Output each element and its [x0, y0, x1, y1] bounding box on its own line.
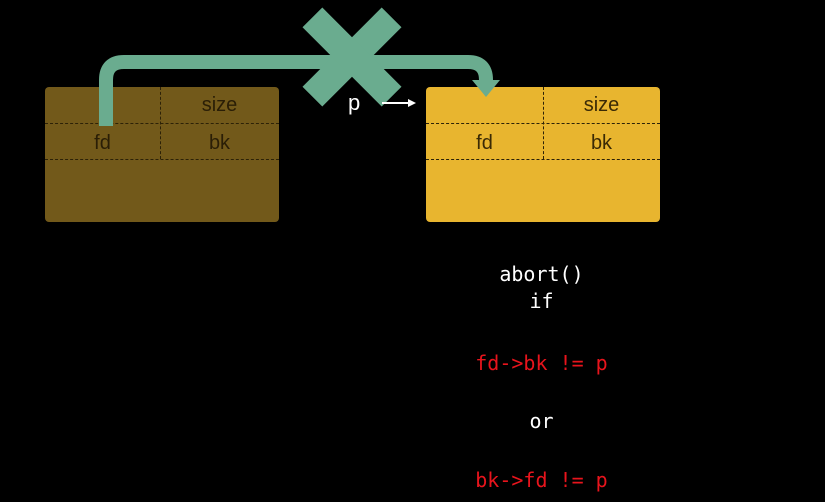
- chunk-left-size-label: size: [201, 94, 238, 116]
- chunk-right-size-label: size: [583, 94, 620, 116]
- chunk-right: size fd bk: [426, 87, 660, 222]
- code-condition-fd-bk: fd->bk != p: [475, 351, 608, 375]
- chunk-left-fd-label: fd: [94, 132, 111, 154]
- code-or: or: [529, 409, 554, 433]
- chunk-right-bk-label: bk: [590, 132, 613, 154]
- chunk-right-fd-label: fd: [476, 132, 493, 154]
- fd-link-arrow: [99, 55, 493, 126]
- arrow-down-icon: [472, 80, 500, 97]
- x-mark-icon: [302, 7, 402, 107]
- code-condition-bk-fd: bk->fd != p: [475, 468, 608, 492]
- chunk-left-divider-vertical: [160, 87, 161, 159]
- chunk-left-bk-label: bk: [208, 132, 231, 154]
- chunk-left-divider-bottom: [45, 159, 279, 160]
- chunk-left: size fd bk: [45, 87, 279, 222]
- code-if: if: [529, 289, 554, 313]
- arrow-right-icon: [382, 99, 416, 107]
- code-abort: abort(): [499, 262, 584, 286]
- chunk-right-divider-vertical: [543, 87, 544, 159]
- chunk-right-divider-bottom: [426, 159, 660, 160]
- pointer-p-label: p: [348, 90, 361, 115]
- chunk-left-divider-top: [45, 123, 279, 124]
